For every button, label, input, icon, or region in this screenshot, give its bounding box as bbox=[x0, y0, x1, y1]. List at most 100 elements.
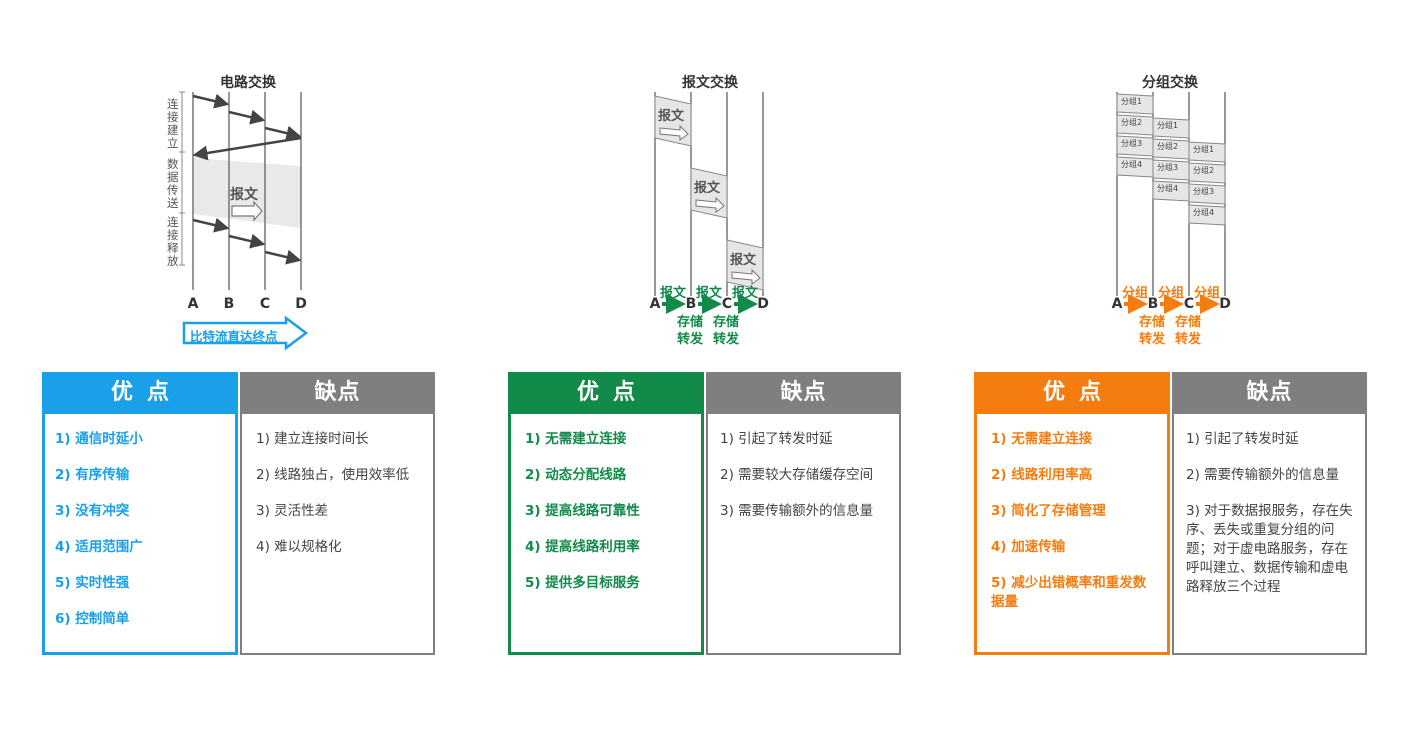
list-item: 5) 实时性强 bbox=[55, 575, 130, 591]
packet-label: 分组4 bbox=[1121, 160, 1143, 169]
node-label: D bbox=[1219, 296, 1231, 312]
pros-list: 1) 通信时延小 2) 有序传输 3) 没有冲突 4) 适用范围广 5) 实时性… bbox=[45, 414, 235, 629]
setup-arrow bbox=[264, 125, 302, 141]
packet-switching-title: 分组交换 bbox=[1142, 75, 1198, 91]
packet-switching-diagram: 分组交换 分组1 分组2 分组3 分组4 分组1 分组2 bbox=[1102, 0, 1242, 360]
list-item: 4) 提高线路利用率 bbox=[525, 539, 640, 555]
node-label: C bbox=[721, 296, 733, 312]
cons-list: 1) 引起了转发时延 2) 需要传输额外的信息量 3) 对于数据报服务，存在失序… bbox=[1174, 414, 1365, 597]
list-item: 4) 适用范围广 bbox=[55, 539, 143, 555]
list-item: 2) 需要传输额外的信息量 bbox=[1186, 467, 1340, 483]
phase-label-transfer: 数据传送 bbox=[167, 157, 179, 210]
packet-cons-column: 缺点 1) 引起了转发时延 2) 需要传输额外的信息量 3) 对于数据报服务，存… bbox=[1172, 372, 1367, 655]
message-label: 报文 bbox=[230, 187, 258, 203]
packet-switching-svg bbox=[1116, 92, 1226, 314]
release-arrow bbox=[228, 233, 266, 249]
message-switching-diagram: 报文交换 报文 报文 报文 报文 报文 报文 A B C D 存储转发 存储转发 bbox=[640, 0, 780, 360]
packet-label: 分组4 bbox=[1193, 208, 1215, 217]
message-switching-title: 报文交换 bbox=[682, 75, 738, 91]
hop-label: 分组 bbox=[1194, 286, 1221, 301]
pros-header: 优点 bbox=[42, 372, 238, 414]
node-label: A bbox=[1111, 296, 1123, 312]
message-cons-column: 缺点 1) 引起了转发时延 2) 需要较大存储缓存空间 3) 需要传输额外的信息… bbox=[706, 372, 901, 655]
circuit-svg bbox=[179, 91, 302, 290]
list-item: 1) 引起了转发时延 bbox=[1186, 431, 1299, 447]
phase-label-setup: 连接建立 bbox=[167, 97, 179, 150]
pros-header: 优点 bbox=[974, 372, 1170, 414]
packet-label: 分组4 bbox=[1157, 184, 1179, 193]
direction-arrow bbox=[182, 315, 309, 351]
hop-label: 报文 bbox=[696, 286, 723, 301]
node-label: A bbox=[649, 296, 661, 312]
circuit-switching-diagram: 电路交换 连接建立 数据传送 连接释放 报文 A bbox=[150, 0, 350, 360]
list-item: 2) 动态分配线路 bbox=[525, 467, 627, 483]
packet-label: 分组1 bbox=[1121, 97, 1143, 106]
message-box-label: 报文 bbox=[658, 109, 685, 124]
packet-pros-column: 优点 1) 无需建立连接 2) 线路利用率高 3) 简化了存储管理 4) 加速传… bbox=[974, 372, 1170, 655]
packet-box bbox=[1188, 183, 1226, 205]
packet-box bbox=[1188, 204, 1226, 226]
hop-label: 分组 bbox=[1122, 286, 1149, 301]
list-item: 3) 提高线路可靠性 bbox=[525, 503, 640, 519]
list-item: 5) 提供多目标服务 bbox=[525, 575, 640, 591]
message-switching-svg bbox=[654, 92, 764, 314]
list-item: 1) 引起了转发时延 bbox=[720, 431, 833, 447]
list-item: 1) 无需建立连接 bbox=[525, 431, 627, 447]
packet-box bbox=[1188, 141, 1226, 163]
node-label: B bbox=[1147, 296, 1159, 312]
cons-list: 1) 引起了转发时延 2) 需要较大存储缓存空间 3) 需要传输额外的信息量 bbox=[708, 414, 899, 521]
packet-label: 分组1 bbox=[1157, 121, 1179, 130]
message-pros-cons-panel: 优点 1) 无需建立连接 2) 动态分配线路 3) 提高线路可靠性 4) 提高线… bbox=[508, 372, 901, 655]
hop-label: 报文 bbox=[660, 286, 687, 301]
circuit-pros-cons-panel: 优点 1) 通信时延小 2) 有序传输 3) 没有冲突 4) 适用范围广 5) … bbox=[42, 372, 435, 655]
list-item: 6) 控制简单 bbox=[55, 611, 130, 627]
data-transfer-region bbox=[193, 158, 301, 228]
packet-box bbox=[1152, 117, 1190, 139]
list-item: 3) 需要传输额外的信息量 bbox=[720, 503, 874, 519]
node-label: B bbox=[685, 296, 697, 312]
store-forward-label: 存储转发 bbox=[1139, 315, 1166, 347]
packet-label: 分组2 bbox=[1157, 142, 1179, 151]
list-item: 2) 需要较大存储缓存空间 bbox=[720, 467, 874, 483]
packet-label: 分组3 bbox=[1193, 187, 1215, 196]
ack-arrow bbox=[192, 136, 302, 161]
packet-label: 分组3 bbox=[1121, 139, 1143, 148]
node-label: D bbox=[757, 296, 769, 312]
list-item: 2) 有序传输 bbox=[55, 467, 130, 483]
store-forward-label: 存储转发 bbox=[1175, 315, 1202, 347]
message-box-label: 报文 bbox=[730, 253, 757, 268]
packet-box bbox=[1188, 162, 1226, 184]
list-item: 3) 灵活性差 bbox=[256, 503, 329, 519]
cons-header: 缺点 bbox=[1172, 372, 1367, 414]
node-label: C bbox=[259, 296, 271, 312]
packet-label: 分组1 bbox=[1193, 145, 1215, 154]
direction-label: 比特流直达终点 bbox=[190, 329, 278, 344]
node-label: C bbox=[1183, 296, 1195, 312]
list-item: 1) 无需建立连接 bbox=[991, 431, 1093, 447]
store-forward-label: 存储转发 bbox=[713, 315, 740, 347]
hollow-arrow bbox=[659, 124, 689, 141]
pros-list: 1) 无需建立连接 2) 动态分配线路 3) 提高线路可靠性 4) 提高线路利用… bbox=[511, 414, 701, 593]
hop-label: 报文 bbox=[732, 286, 759, 301]
release-arrow bbox=[264, 249, 302, 265]
release-arrow bbox=[192, 217, 230, 233]
store-forward-label: 存储转发 bbox=[677, 315, 704, 347]
message-box-label: 报文 bbox=[694, 181, 721, 196]
node-label: B bbox=[223, 296, 235, 312]
message-hollow-arrow bbox=[231, 200, 263, 222]
list-item: 2) 线路独占，使用效率低 bbox=[256, 467, 410, 483]
node-label: A bbox=[187, 296, 199, 312]
circuit-title: 电路交换 bbox=[220, 75, 276, 91]
message-pros-column: 优点 1) 无需建立连接 2) 动态分配线路 3) 提高线路可靠性 4) 提高线… bbox=[508, 372, 704, 655]
cons-header: 缺点 bbox=[706, 372, 901, 414]
circuit-pros-column: 优点 1) 通信时延小 2) 有序传输 3) 没有冲突 4) 适用范围广 5) … bbox=[42, 372, 238, 655]
list-item: 4) 加速传输 bbox=[991, 539, 1066, 555]
circuit-cons-column: 缺点 1) 建立连接时间长 2) 线路独占，使用效率低 3) 灵活性差 4) 难… bbox=[240, 372, 435, 655]
packet-label: 分组3 bbox=[1157, 163, 1179, 172]
list-item: 5) 减少出错概率和重发数据量 bbox=[991, 575, 1147, 610]
list-item: 1) 通信时延小 bbox=[55, 431, 143, 447]
list-item: 3) 对于数据报服务，存在失序、丢失或重复分组的问题；对于虚电路服务，存在呼叫建… bbox=[1186, 503, 1353, 595]
node-label: D bbox=[295, 296, 307, 312]
setup-arrow bbox=[228, 109, 266, 125]
list-item: 4) 难以规格化 bbox=[256, 539, 342, 555]
